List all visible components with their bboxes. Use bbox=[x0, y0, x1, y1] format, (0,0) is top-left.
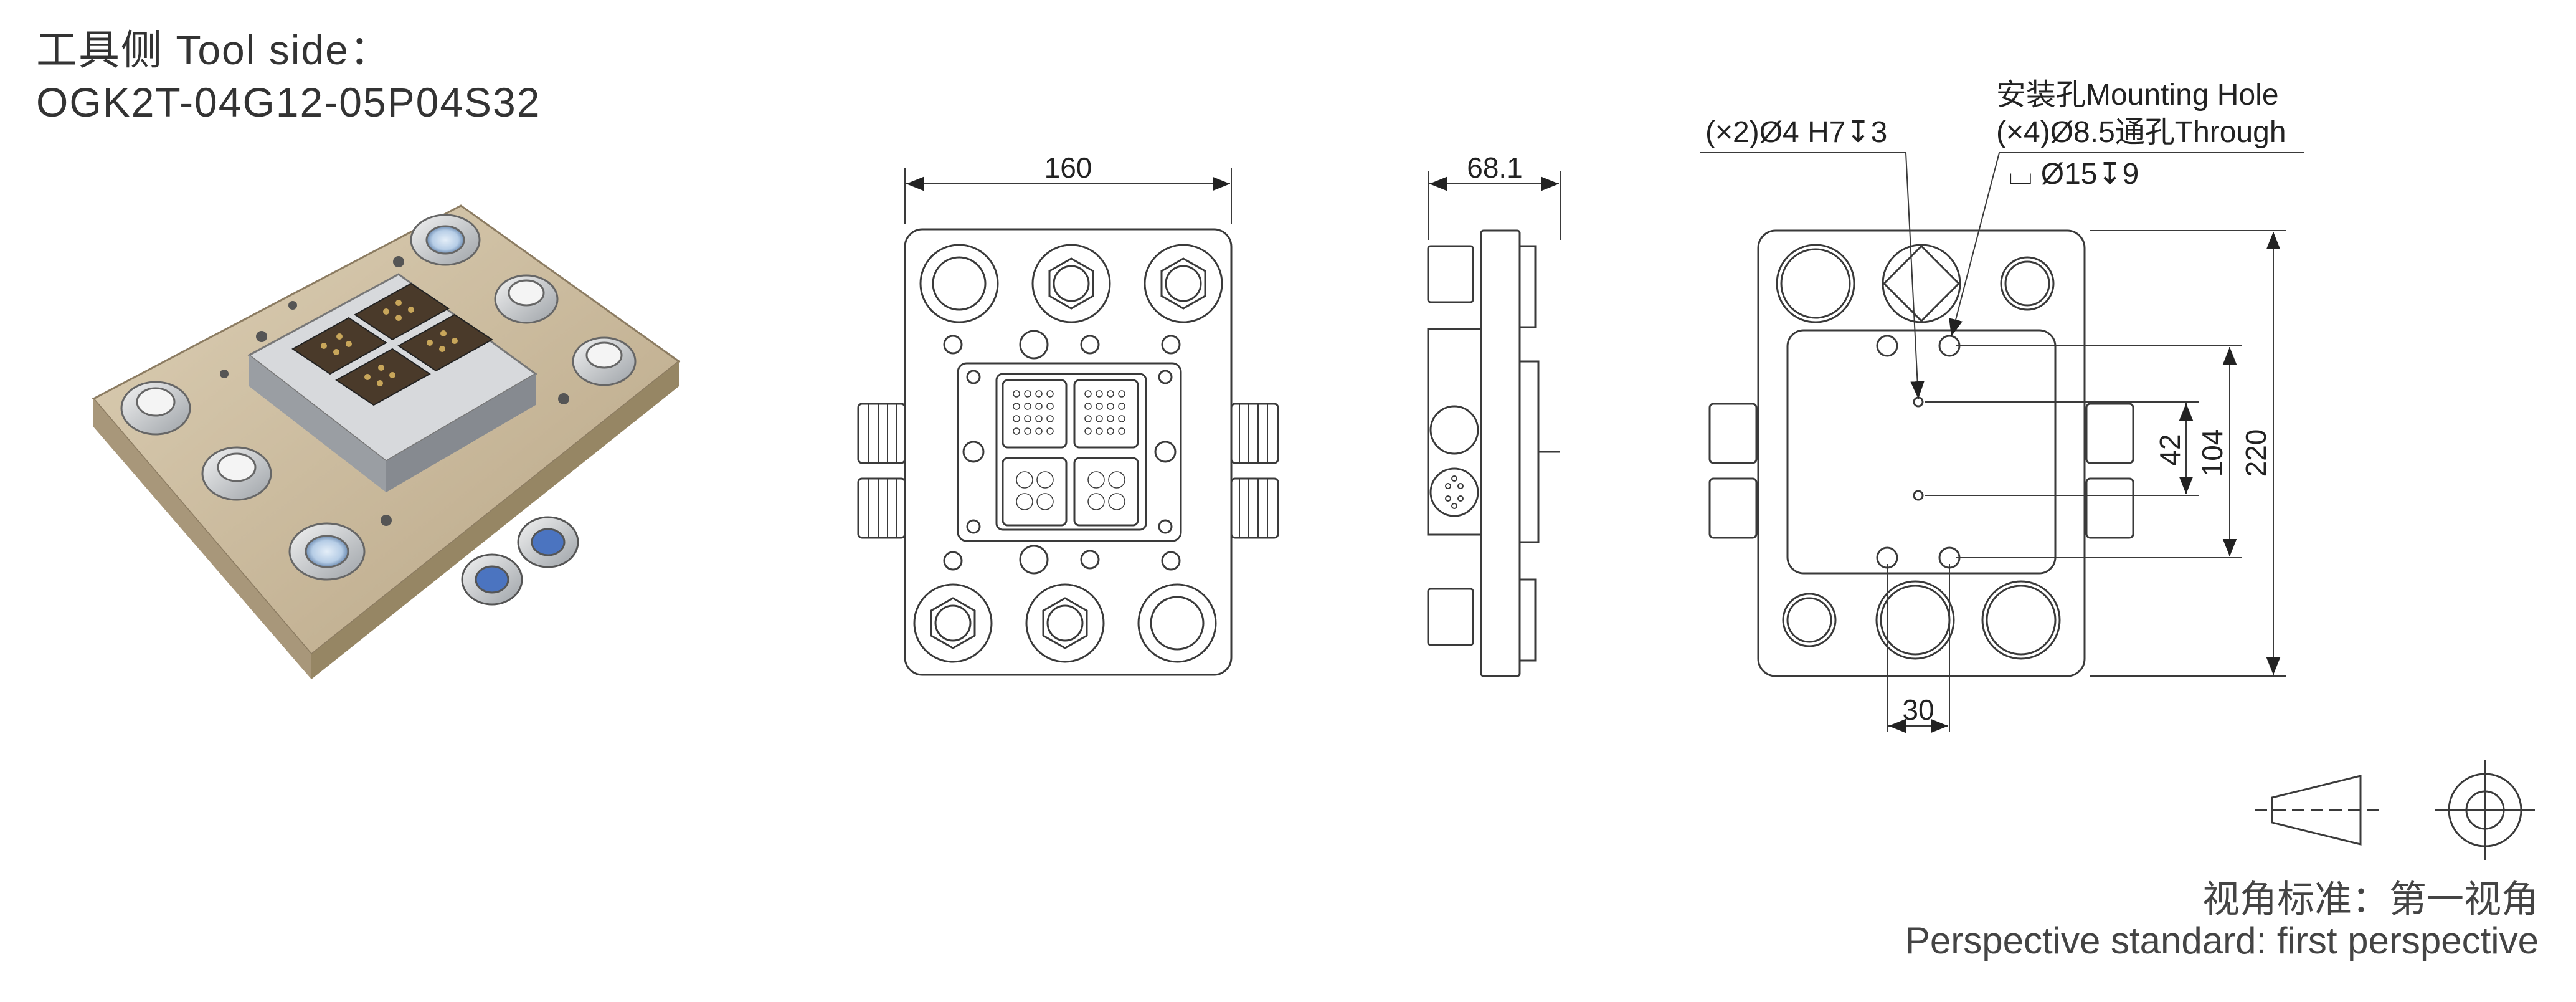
title-line-2: OGK2T-04G12-05P04S32 bbox=[36, 79, 541, 125]
perspective-en: Perspective standard: first perspective bbox=[1905, 920, 2539, 961]
title-block: 工具侧 Tool side： OGK2T-04G12-05P04S32 bbox=[36, 24, 541, 128]
projection-symbol bbox=[2255, 760, 2535, 860]
perspective-cn: 视角标准：第一视角 bbox=[2202, 879, 2539, 920]
counterbore-note: ⌴ Ø15↧9 bbox=[2009, 158, 2139, 191]
dim-220: 220 bbox=[2240, 429, 2272, 477]
dim-30: 30 bbox=[1902, 694, 1934, 726]
front-view bbox=[857, 168, 1279, 676]
mounting-hole-title: 安装孔Mounting Hole bbox=[1996, 79, 2279, 112]
product-photo bbox=[92, 204, 681, 679]
side-view bbox=[1427, 171, 1561, 677]
back-view bbox=[1700, 152, 2304, 733]
side-width-dim: 68.1 bbox=[1467, 151, 1523, 184]
mounting-hole-through: (×4)Ø8.5通孔Through bbox=[1996, 116, 2286, 149]
pin-hole-note: (×2)Ø4 H7↧3 bbox=[1705, 116, 1887, 149]
dim-104: 104 bbox=[2196, 429, 2228, 477]
front-width-dim: 160 bbox=[1044, 151, 1092, 184]
dim-42: 42 bbox=[2154, 434, 2186, 465]
title-line-1: 工具侧 Tool side： bbox=[36, 27, 392, 73]
